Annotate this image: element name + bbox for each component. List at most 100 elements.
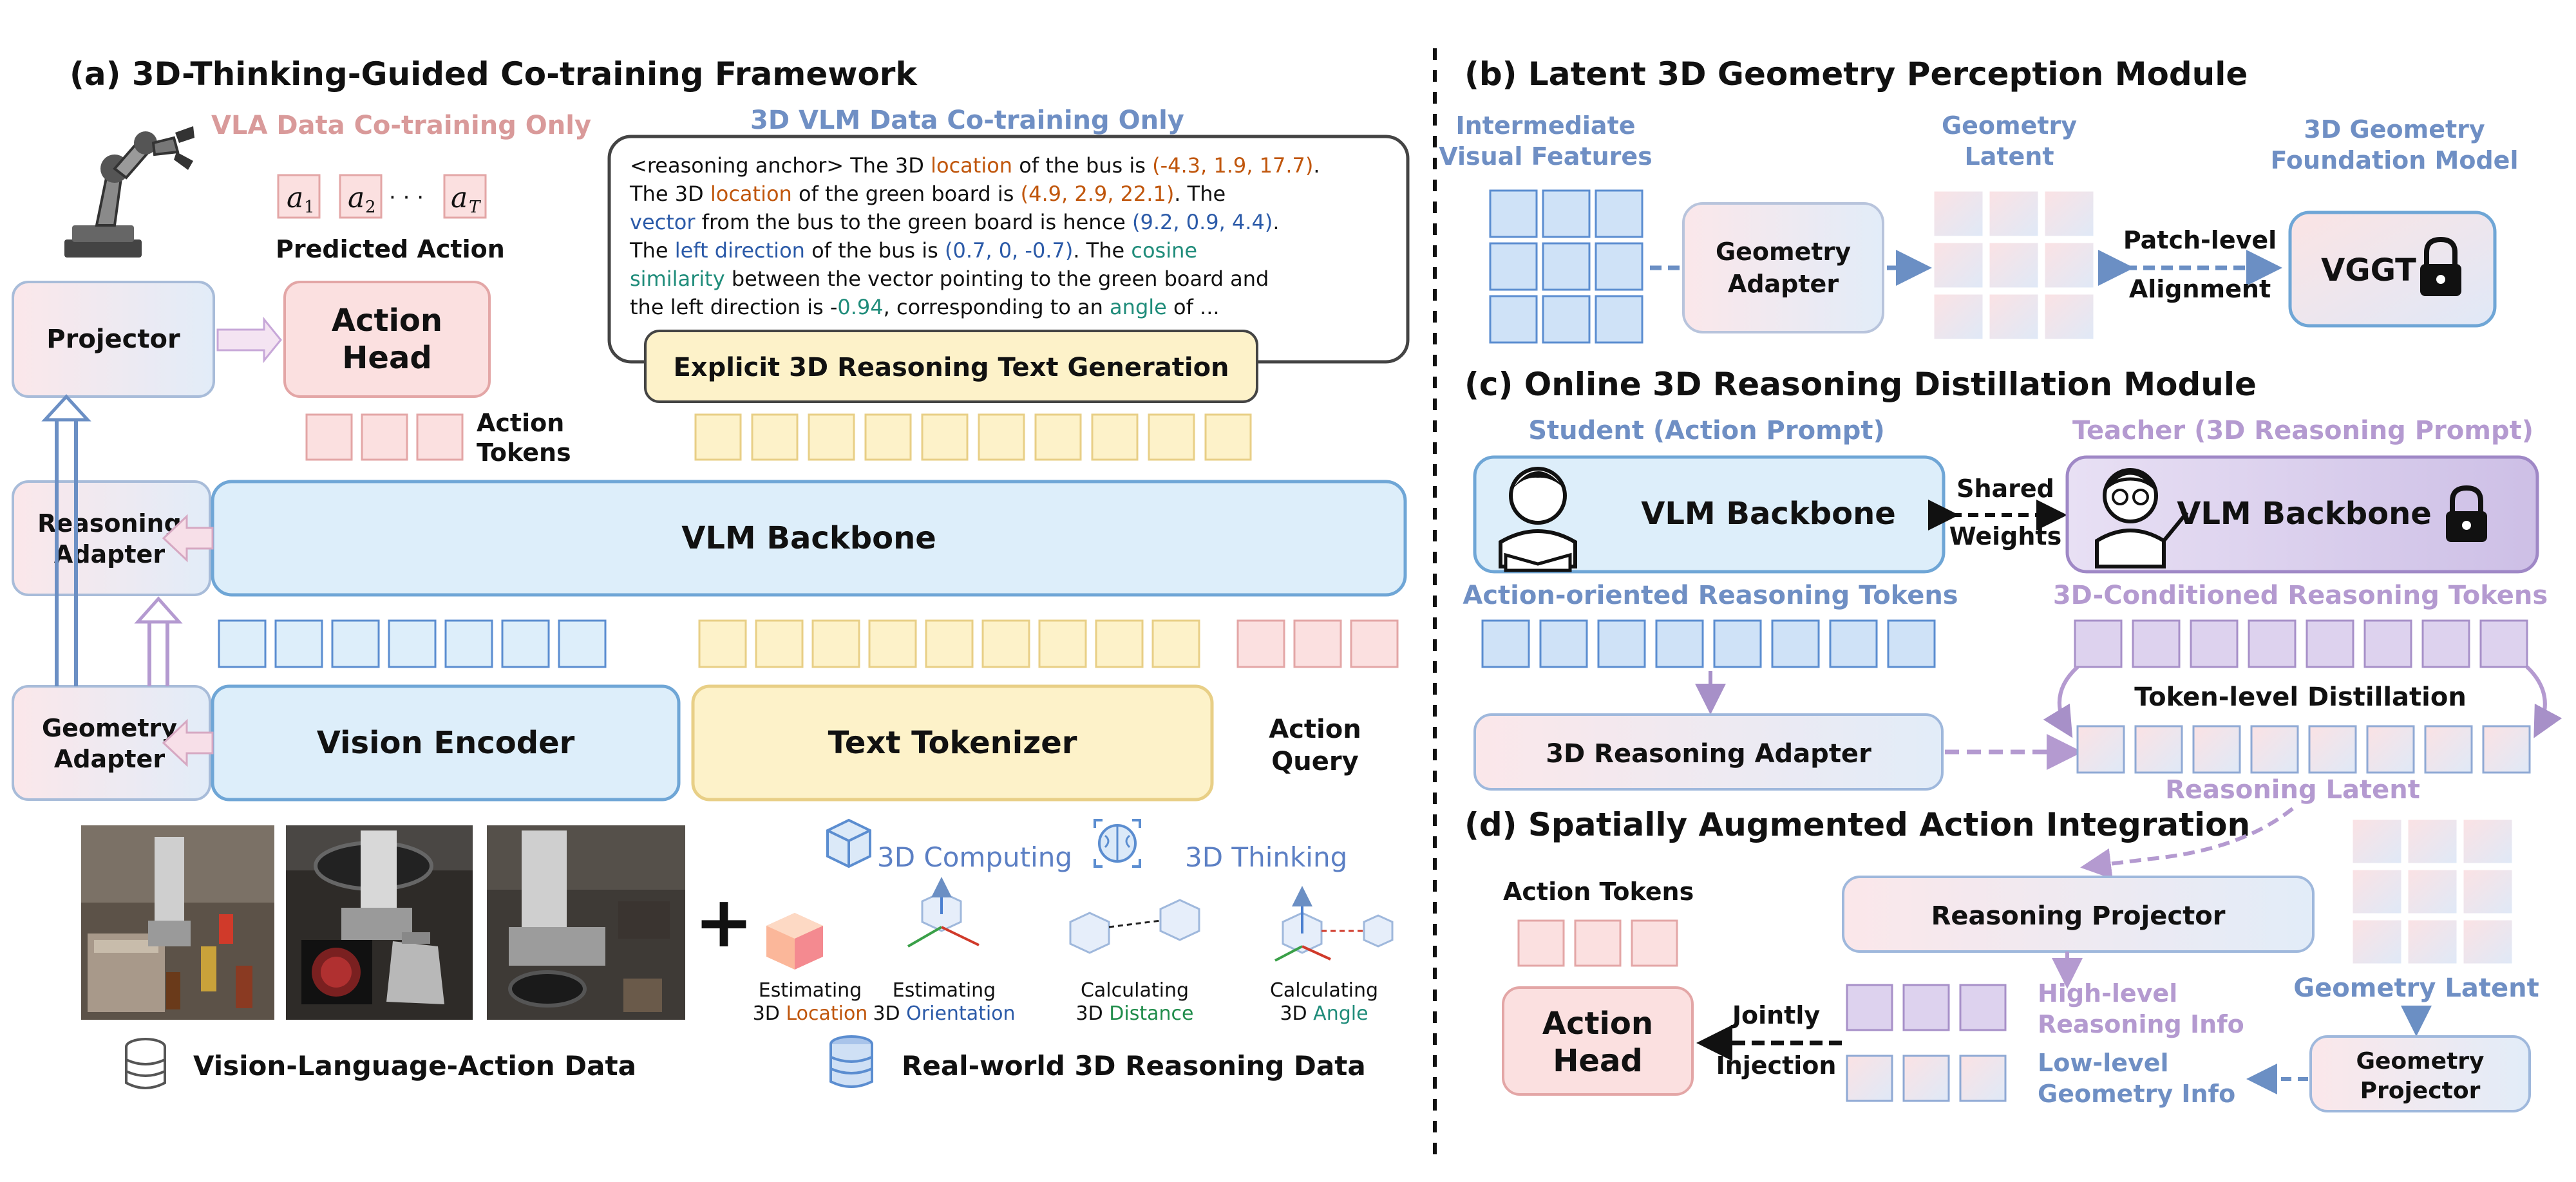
c-reasoning-adapter-box: [1473, 713, 1944, 791]
reasoning-latent-token: [2424, 725, 2473, 774]
reasoning-latent-token: [2134, 725, 2183, 774]
text-output-token: [1034, 413, 1082, 461]
b-geometry-adapter-label-2: Adapter: [1728, 270, 1839, 298]
location-cube-icon: [766, 913, 823, 970]
reasoning-line-1: The 3D location of the green board is (4…: [629, 182, 1226, 206]
thinking-label: 3D Thinking: [1185, 841, 1347, 873]
action-dots: · · ·: [389, 185, 424, 211]
text-output-token: [921, 413, 969, 461]
reasoning-segment-1-2: of the green board is: [792, 182, 1021, 206]
reasoning-segment-3-0: The: [629, 238, 675, 263]
task2-l2: 3D Orientation: [873, 1002, 1015, 1025]
conditioned-reasoning-token: [2074, 619, 2123, 668]
d-geometry-latent-label: Geometry Latent: [2293, 973, 2539, 1003]
task3-l2: 3D Distance: [1076, 1002, 1194, 1025]
text-tokenizer-box: [691, 684, 1214, 802]
action-symbol-T: a: [451, 182, 468, 214]
task1-key: Location: [786, 1002, 867, 1025]
reasoning-latent-token: [2366, 725, 2415, 774]
vision-token: [218, 619, 267, 668]
task3-key: Distance: [1109, 1002, 1193, 1025]
student-icon: [1499, 467, 1577, 572]
action-symbols: a 1 a 2 · · · a T: [277, 174, 487, 219]
task4-l2: 3D Angle: [1280, 1002, 1368, 1025]
conditioned-reasoning-token: [2421, 619, 2470, 668]
real-data-label: Real-world 3D Reasoning Data: [902, 1050, 1366, 1082]
visual-feature-cell: [1542, 189, 1591, 238]
low-level-token: [1959, 1055, 2007, 1102]
reasoning-line-5: the left direction is -0.94, correspondi…: [630, 295, 1220, 319]
scene-image-3: [487, 825, 685, 1020]
visual-feature-cell: [1542, 295, 1591, 344]
student-backbone-label: VLM Backbone: [1641, 496, 1896, 532]
task4-prefix: 3D: [1280, 1002, 1313, 1025]
text-token: [811, 619, 860, 668]
teacher-icon: [2095, 468, 2189, 568]
plus-sign: +: [694, 881, 753, 963]
projector-box: [12, 281, 215, 398]
action-reasoning-token: [1713, 619, 1762, 668]
panel-a-title: (a) 3D-Thinking-Guided Co-training Frame…: [70, 55, 918, 93]
high-level-token: [1846, 984, 1893, 1031]
patch-level-label: Patch-level: [2123, 226, 2277, 254]
projector-label: Projector: [46, 324, 180, 354]
task1-l1: Estimating: [759, 979, 862, 1002]
conditioned-reasoning-token: [2190, 619, 2239, 668]
vertical-blue-arrows: [41, 394, 91, 686]
d-action-head-label-2: Head: [1553, 1043, 1642, 1079]
reasoning-segment-3-2: of the bus is: [805, 238, 945, 263]
scene-image-2: [286, 825, 473, 1020]
database-icon-real: [829, 1035, 873, 1088]
task2-prefix: 3D: [873, 1002, 906, 1025]
query-token: [1350, 619, 1399, 668]
geometry-latent-cell: [1987, 241, 2040, 290]
geometry-latent-cell: [1932, 241, 1985, 290]
geometry-latent-label-1: Geometry: [1942, 111, 2077, 140]
jointly-label-2: Injection: [1716, 1051, 1837, 1080]
vlm-backbone-label: VLM Backbone: [681, 520, 936, 556]
foundation-label-1: 3D Geometry: [2304, 115, 2485, 144]
action-tokens-label-2: Tokens: [477, 438, 571, 467]
reasoning-latent-token: [2308, 725, 2357, 774]
vision-token: [501, 619, 550, 668]
reasoning-segment-0-3: (-4.3, 1.9, 17.7): [1152, 153, 1313, 178]
cube-icon: [826, 818, 871, 868]
high-level-token: [1902, 984, 1950, 1031]
visual-feature-cell: [1595, 295, 1643, 344]
task2-key: Orientation: [906, 1002, 1015, 1025]
reasoning-segment-5-2: , corresponding to an: [884, 295, 1110, 319]
student-tokens: [1481, 619, 1936, 668]
geometry-projector-label-1: Geometry: [2356, 1048, 2484, 1074]
text-tokenizer-label: Text Tokenizer: [828, 725, 1077, 761]
task4-key: Angle: [1313, 1002, 1368, 1025]
b-geometry-adapter-box: [1682, 202, 1884, 333]
scene-image-1: [81, 825, 274, 1020]
b-geometry-latent-grid: [1932, 189, 2096, 341]
low-level-token: [1902, 1055, 1950, 1102]
d-geometry-latent-cell: [2406, 818, 2459, 865]
action-sub-T: T: [469, 198, 481, 217]
vlm-only-label: 3D VLM Data Co-training Only: [750, 106, 1184, 135]
text-token: [1151, 619, 1200, 668]
reasoning-line-4: similarity between the vector pointing t…: [630, 267, 1269, 291]
encoder-to-geometry-arrow: [162, 718, 214, 767]
task1-prefix: 3D: [753, 1002, 786, 1025]
low-level-label-1: Low-level: [2038, 1049, 2169, 1077]
distill-curve-left: [2043, 665, 2079, 738]
text-token: [755, 619, 804, 668]
jointly-label-1: Jointly: [1730, 1001, 1821, 1029]
geometry-projector-label-2: Projector: [2360, 1078, 2481, 1104]
text-token: [925, 619, 974, 668]
conditioned-reasoning-token: [2479, 619, 2528, 668]
reasoning-latent-tokens: [2076, 725, 2531, 774]
predicted-action-label: Predicted Action: [276, 235, 505, 263]
text-token: [1038, 619, 1087, 668]
vla-only-label: VLA Data Co-training Only: [211, 111, 591, 140]
d-action-head-label-1: Action: [1542, 1006, 1653, 1042]
low-level-label-2: Geometry Info: [2038, 1080, 2235, 1108]
geometry-latent-cell: [1932, 292, 1985, 341]
input-tokens: [218, 619, 1399, 668]
visual-feature-cell: [1595, 189, 1643, 238]
database-icon-vla: [125, 1038, 166, 1089]
